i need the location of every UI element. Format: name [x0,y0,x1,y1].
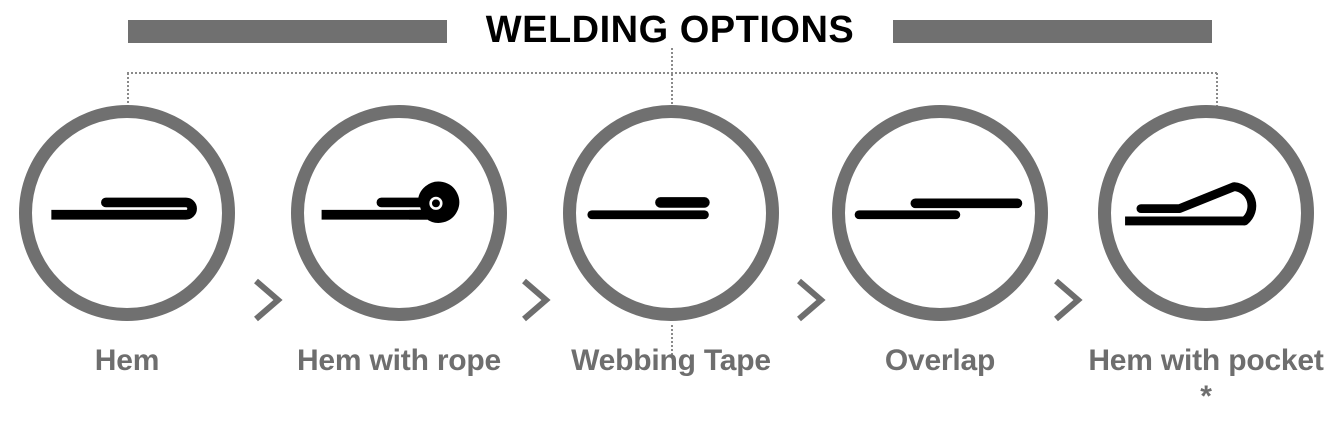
title-rule-left [128,20,447,43]
chevron-right-icon [1054,278,1083,322]
hem-with-pocket-icon [1125,182,1257,226]
header: WELDING OPTIONS [0,0,1340,62]
step-webbing-tape[interactable]: Webbing Tape [537,105,805,438]
step-hem-with-rope[interactable]: Hem with rope [265,105,533,438]
step-webbing-tape-label: Webbing Tape [571,344,771,377]
hem-with-rope-icon [321,181,460,223]
step-hem-with-rope-label: Hem with rope [296,344,502,377]
webbing-tape-icon [587,197,710,220]
connector-riser-center [671,48,673,74]
step-overlap-label: Overlap [884,344,996,377]
separator-chevron-3 [793,275,827,325]
page-title: WELDING OPTIONS [485,9,855,51]
step-hem-circle [19,105,235,321]
steps-row: Hem Hem with rope Webbing [0,105,1340,438]
step-overlap[interactable]: Overlap [806,105,1074,438]
connector-drop-right [1216,73,1218,115]
step-hem-with-rope-circle [291,105,507,321]
chevron-right-icon [797,278,826,322]
separator-chevron-4 [1050,275,1084,325]
connector-tail-center [671,325,673,355]
step-hem[interactable]: Hem [0,105,261,438]
hem-fold-icon [51,197,197,220]
connector-drop-center [671,74,673,116]
step-hem-label: Hem [94,344,160,377]
step-hem-with-pocket-label: Hem with pocket * [1088,344,1324,413]
step-overlap-circle [832,105,1048,321]
chevron-right-icon [254,278,283,322]
separator-chevron-2 [518,275,552,325]
connector-drop-left [127,73,129,115]
chevron-right-icon [522,278,551,322]
title-rule-right [893,20,1212,43]
step-hem-with-pocket[interactable]: Hem with pocket * [1072,105,1340,438]
step-webbing-tape-circle [563,105,779,321]
separator-chevron-1 [250,275,284,325]
step-hem-with-pocket-circle [1098,105,1314,321]
overlap-icon [854,198,1023,220]
